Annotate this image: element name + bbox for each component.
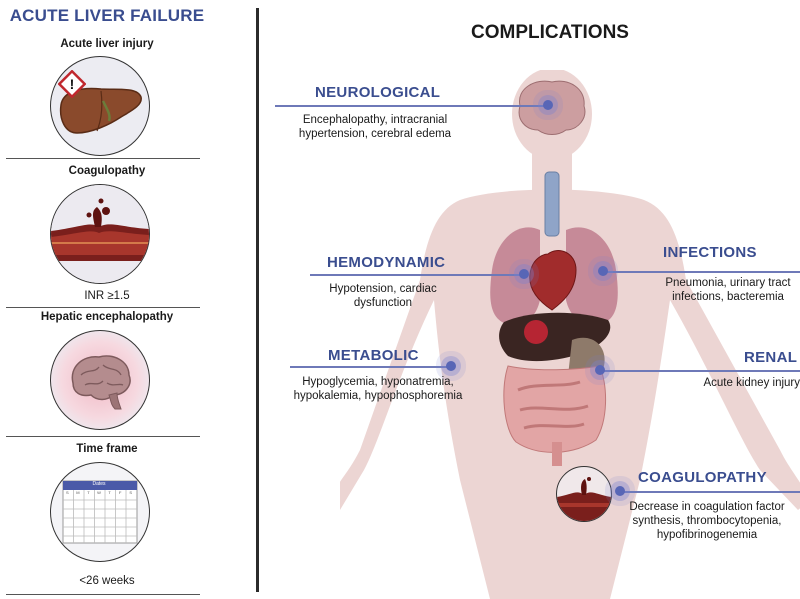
calendar-weekdays: S M T W T F S bbox=[62, 490, 136, 495]
left-panel-title: ACUTE LIVER FAILURE bbox=[9, 6, 205, 25]
divider-line bbox=[6, 307, 200, 308]
metabolic-connector bbox=[290, 366, 452, 368]
coagulopathy-marker-dot bbox=[615, 486, 625, 496]
complication-neurological-description: Encephalopathy, intracranial hypertensio… bbox=[298, 114, 452, 140]
coagulopathy-inset-illustration bbox=[556, 466, 612, 522]
section-label-coagulopathy: Coagulopathy bbox=[68, 165, 146, 177]
section-label-hepatic-encephalopathy: Hepatic encephalopathy bbox=[40, 311, 174, 323]
calendar-weekday: F bbox=[118, 490, 122, 495]
complication-neurological-title: NEUROLOGICAL bbox=[315, 84, 441, 101]
calendar-weekday: M bbox=[76, 490, 80, 495]
calendar-weekday: S bbox=[129, 490, 133, 495]
section-label-acute-liver-injury: Acute liver injury bbox=[60, 38, 154, 50]
blood-vessel-illustration bbox=[50, 184, 150, 284]
neurological-connector bbox=[275, 105, 550, 107]
divider-line bbox=[6, 594, 200, 595]
renal-connector bbox=[602, 370, 800, 372]
complication-hemodynamic-title: HEMODYNAMIC bbox=[327, 254, 446, 271]
hemodynamic-connector bbox=[310, 274, 524, 276]
hemodynamic-marker-dot bbox=[519, 269, 529, 279]
complication-infections-description: Pneumonia, urinary tract infections, bac… bbox=[665, 277, 791, 303]
complication-hemodynamic-description: Hypotension, cardiac dysfunction bbox=[329, 283, 437, 309]
svg-text:!: ! bbox=[70, 76, 75, 92]
calendar-illustration bbox=[50, 462, 150, 562]
panel-divider bbox=[256, 8, 259, 592]
divider-line bbox=[6, 158, 200, 159]
complication-metabolic-title: METABOLIC bbox=[328, 347, 419, 364]
infections-connector bbox=[604, 271, 800, 273]
renal-marker-dot bbox=[595, 365, 605, 375]
liver-illustration bbox=[50, 56, 150, 156]
calendar-weekday: S bbox=[65, 490, 69, 495]
divider-line bbox=[6, 436, 200, 437]
section-label-time-frame: Time frame bbox=[76, 443, 138, 455]
neurological-marker-dot bbox=[543, 100, 553, 110]
complication-coagulopathy-description: Decrease in coagulation factor synthesis… bbox=[629, 501, 785, 541]
calendar-weekday: W bbox=[97, 490, 101, 495]
human-body-illustration bbox=[340, 70, 800, 599]
complication-metabolic-description: Hypoglycemia, hyponatremia, hypokalemia,… bbox=[293, 376, 463, 402]
time-frame-note: <26 weeks bbox=[79, 575, 135, 587]
calendar-header-label: Dates bbox=[92, 481, 106, 487]
inr-threshold-note: INR ≥1.5 bbox=[84, 290, 130, 302]
coagulopathy-connector bbox=[622, 491, 800, 493]
calendar-weekday: T bbox=[87, 490, 90, 495]
complication-renal-description: Acute kidney injury bbox=[703, 377, 800, 389]
complications-title: COMPLICATIONS bbox=[471, 22, 629, 43]
warning-icon: ! bbox=[57, 69, 87, 103]
calendar-weekday: T bbox=[108, 490, 111, 495]
complication-renal-title: RENAL bbox=[744, 349, 798, 366]
brain-illustration bbox=[50, 330, 150, 430]
metabolic-marker-dot bbox=[446, 361, 456, 371]
complication-infections-title: INFECTIONS bbox=[663, 244, 757, 261]
infections-marker-dot bbox=[598, 266, 608, 276]
complication-coagulopathy-title: COAGULOPATHY bbox=[638, 469, 767, 486]
